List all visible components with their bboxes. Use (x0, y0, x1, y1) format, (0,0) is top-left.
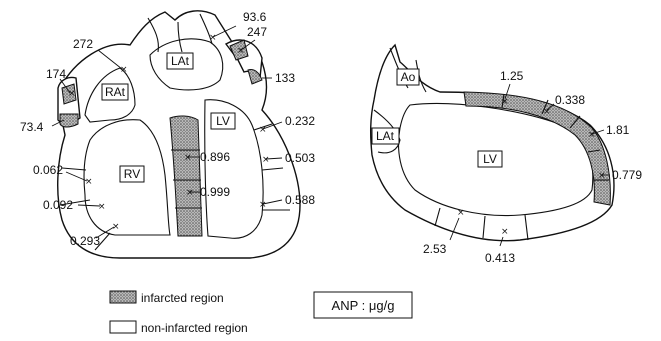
value-174: 174 (46, 67, 66, 81)
legend-swatch-infarcted (110, 291, 136, 303)
value-0-293: 0.293 (70, 234, 100, 248)
value-1-81: 1.81 (606, 123, 630, 137)
svg-text:RV: RV (124, 167, 140, 181)
value-0-092: 0.092 (43, 198, 73, 212)
value-0-338: 0.338 (555, 93, 585, 107)
unit-box: ANP : μg/g (314, 292, 412, 318)
svg-text:Ao: Ao (401, 70, 416, 84)
value-247: 247 (247, 25, 267, 39)
sample-marker: × (259, 200, 267, 210)
sample-marker: × (588, 130, 596, 140)
value-0-999: 0.999 (200, 185, 230, 199)
chamber-label-latrium-right: LAt (372, 128, 399, 144)
sample-marker: × (186, 188, 194, 198)
value-93-6: 93.6 (243, 10, 267, 24)
value-0-779: 0.779 (612, 168, 642, 182)
legend-label-infarcted: infarcted region (141, 291, 224, 305)
sample-marker: × (112, 222, 120, 232)
value-0-896: 0.896 (200, 150, 230, 164)
sample-marker: × (68, 89, 76, 99)
svg-text:LAt: LAt (376, 129, 395, 143)
value-0-588: 0.588 (285, 193, 315, 207)
sample-marker: × (457, 208, 465, 218)
sample-marker: × (98, 202, 106, 212)
sample-marker: × (184, 153, 192, 163)
value-0-503: 0.503 (285, 151, 315, 165)
svg-text:LV: LV (483, 152, 497, 166)
value-1-25: 1.25 (500, 69, 524, 83)
unit-label: ANP : μg/g (332, 298, 395, 313)
svg-text:LAt: LAt (171, 54, 190, 68)
legend: infarcted region non-infarcted region (110, 291, 248, 335)
sample-marker: × (598, 171, 606, 181)
sample-marker: × (262, 155, 270, 165)
sample-marker: × (237, 46, 245, 56)
value-272: 272 (73, 37, 93, 51)
right-heart-diagram: Ao LAt LV × 1.25 × 0.338 × 1.81 × 0.779 … (371, 45, 643, 265)
chamber-label-lv: LV (211, 113, 235, 129)
sample-marker: × (85, 177, 93, 187)
value-0-232: 0.232 (285, 114, 315, 128)
legend-item-non-infarcted: non-infarcted region (110, 321, 248, 335)
sample-marker: × (501, 227, 509, 237)
legend-label-non-infarcted: non-infarcted region (141, 321, 248, 335)
left-heart-diagram: RAt LAt RV LV × 93.6 × 247 133 × 272 × 1… (20, 10, 315, 258)
chamber-label-aorta: Ao (397, 69, 419, 85)
legend-item-infarcted: infarcted region (110, 291, 224, 305)
chamber-label-lv-right: LV (478, 151, 502, 167)
sample-marker: × (120, 65, 128, 75)
value-73-4: 73.4 (20, 120, 44, 134)
value-2-53: 2.53 (423, 242, 447, 256)
vena-cava (58, 77, 80, 127)
chamber-label-rv: RV (120, 166, 144, 182)
chamber-label-latrium: LAt (167, 53, 193, 69)
sample-marker: × (209, 33, 217, 43)
legend-swatch-non-infarcted (110, 321, 136, 333)
value-133: 133 (275, 71, 295, 85)
chamber-label-ratrium: RAt (102, 84, 128, 100)
svg-text:RAt: RAt (105, 85, 126, 99)
value-0-413: 0.413 (485, 251, 515, 265)
value-0-062: 0.062 (33, 163, 63, 177)
sample-marker: × (259, 125, 267, 135)
svg-text:LV: LV (216, 114, 230, 128)
